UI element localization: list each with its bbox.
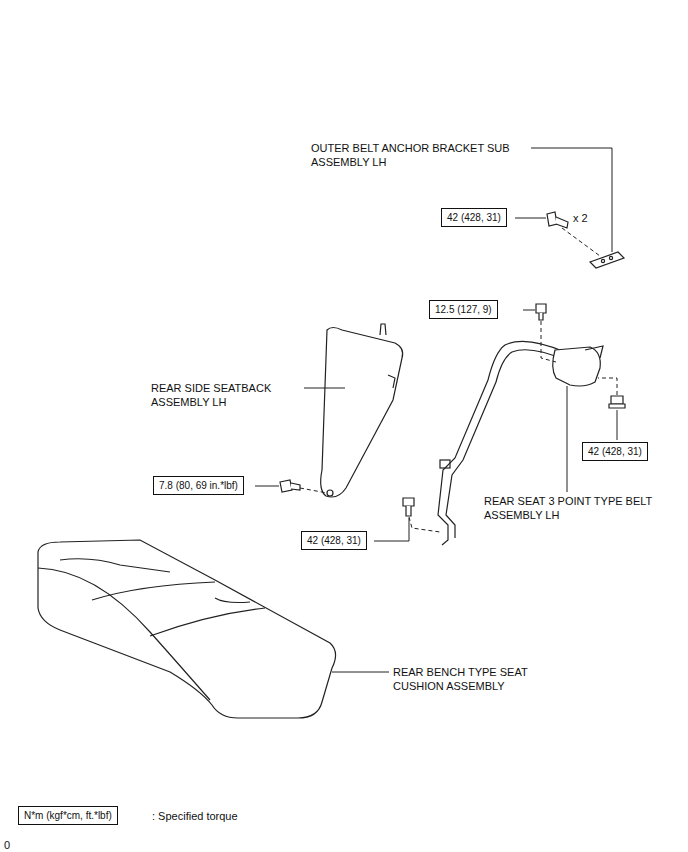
seatback-clip: [388, 375, 395, 388]
anchor-bracket: [590, 252, 624, 268]
seat-cushion: [38, 540, 336, 718]
legend-box: N*m (kgf*cm, ft.*lbf): [18, 806, 118, 825]
quantity-label: x 2: [573, 211, 613, 225]
dashed-line: [409, 517, 440, 532]
belt-guide: [440, 460, 450, 468]
torque-value: 42 (428, 31): [588, 446, 642, 457]
bracket-hole: [609, 256, 612, 259]
leader-line: [515, 218, 546, 219]
retractor-plate: [585, 346, 603, 358]
seatback-pin: [380, 324, 386, 335]
leader-line: [531, 148, 612, 252]
leader-line: [617, 410, 618, 440]
belt-retractor: [553, 347, 601, 386]
part-name: REAR SEAT 3 POINT TYPE BELT ASSEMBLY LH: [484, 494, 659, 522]
seatback-hole: [327, 490, 333, 496]
cushion-seam: [150, 608, 265, 636]
cushion-seam: [215, 598, 250, 603]
torque-value: N*m (kgf*cm, ft.*lbf): [24, 810, 112, 821]
part-name: REAR BENCH TYPE SEAT CUSHION ASSEMBLY: [393, 665, 563, 693]
page-number: 0: [4, 838, 24, 852]
dashed-line: [541, 321, 556, 362]
torque-box: 42 (428, 31): [441, 208, 507, 227]
torque-box: 12.5 (127, 9): [429, 300, 498, 319]
part-name: OUTER BELT ANCHOR BRACKET SUB ASSEMBLY L…: [311, 141, 539, 169]
bolt: [280, 212, 625, 516]
leader-line: [332, 672, 389, 673]
bracket-hole: [601, 259, 604, 262]
cushion-seam: [38, 568, 210, 700]
torque-value: 42 (428, 31): [307, 535, 361, 546]
torque-value: 42 (428, 31): [447, 212, 501, 223]
torque-box: 42 (428, 31): [582, 442, 648, 461]
legend-text: : Specified torque: [152, 809, 302, 823]
seatback: [321, 328, 403, 498]
dashed-line: [300, 488, 327, 493]
part-name: REAR SIDE SEATBACK ASSEMBLY LH: [151, 381, 301, 409]
torque-box: 7.8 (80, 69 in.*lbf): [153, 476, 244, 495]
cushion-seam: [92, 582, 215, 600]
torque-box: 42 (428, 31): [301, 531, 367, 550]
leader-line: [304, 388, 345, 389]
leader-line: [255, 486, 279, 487]
dashed-line: [562, 228, 600, 256]
dashed-line: [598, 378, 617, 395]
torque-value: 12.5 (127, 9): [435, 304, 492, 315]
leader-line: [523, 310, 535, 311]
leader-line: [374, 518, 409, 541]
leader-line: [567, 386, 568, 492]
cushion-seam: [60, 559, 170, 572]
torque-value: 7.8 (80, 69 in.*lbf): [159, 480, 238, 491]
